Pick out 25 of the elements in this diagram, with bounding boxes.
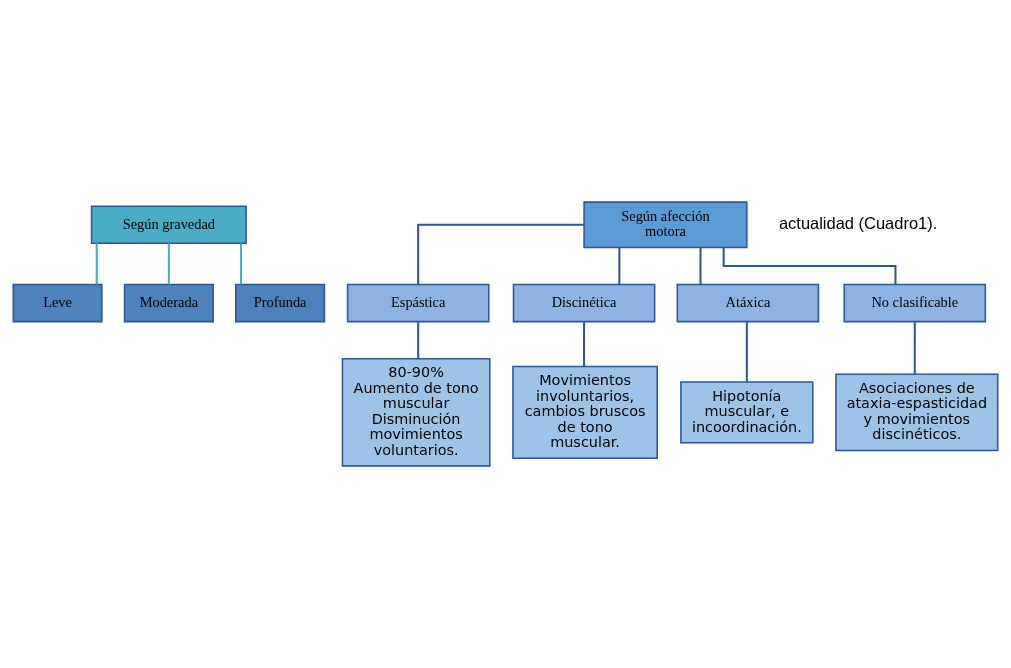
connector	[239, 243, 242, 285]
node-box: Moderada	[123, 283, 214, 323]
connector	[583, 322, 586, 367]
connector	[745, 322, 748, 382]
node-box: Espástica	[346, 283, 490, 323]
connector	[167, 243, 170, 285]
label: actualidad (Cuadro1).	[778, 213, 938, 232]
connector	[722, 247, 897, 285]
connector	[417, 223, 584, 285]
connector	[618, 247, 621, 285]
connector	[699, 247, 702, 285]
node-box: Movimientos involuntarios, cambios bruscos de tono muscular.	[512, 365, 658, 459]
connector	[417, 322, 420, 359]
node-box: No clasificable	[843, 283, 987, 323]
node-box: Discinética	[512, 283, 656, 323]
node-box: Según gravedad	[90, 205, 247, 245]
node-box: Según afección motora	[583, 201, 748, 249]
node-box: Profunda	[235, 283, 326, 323]
connector	[95, 243, 98, 285]
node-box: Leve	[12, 283, 103, 323]
node-box: Atáxica	[676, 283, 820, 323]
node-box: Hipotonía muscular, e incoordinación.	[680, 381, 814, 444]
node-box: 80-90% Aumento de tono muscular Disminución movimientos voluntarios.	[341, 357, 491, 467]
connector	[913, 322, 916, 375]
node-box: Asociaciones de ataxia-espasticidad y movimientos discinéticos.	[835, 373, 999, 452]
